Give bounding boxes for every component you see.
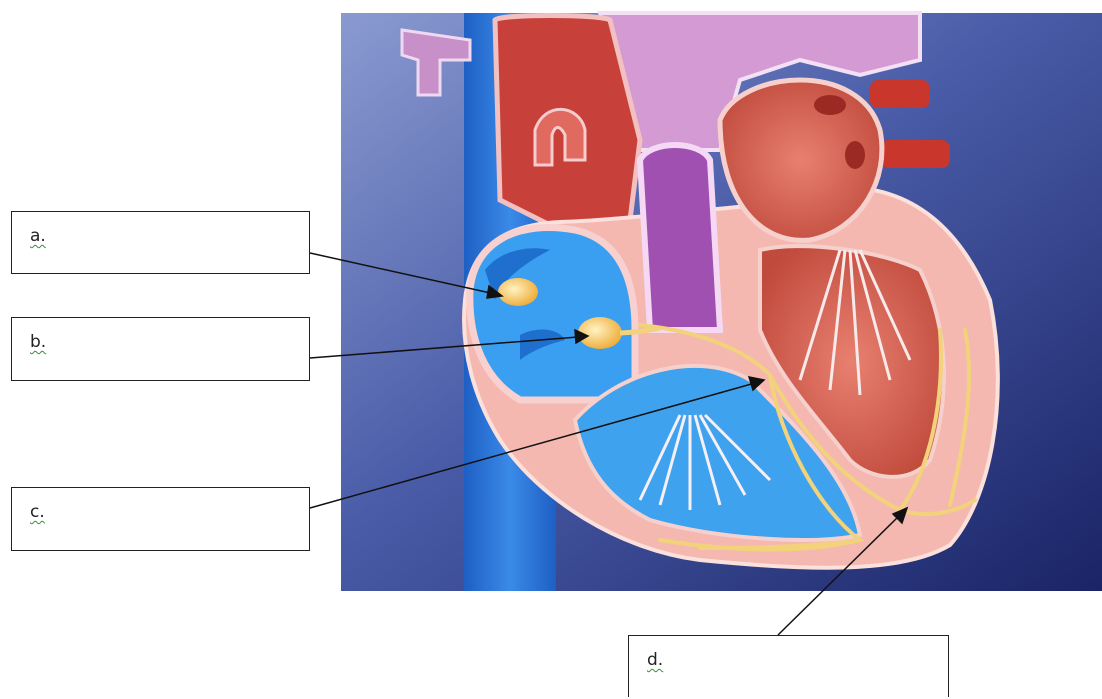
pulmonary-vein-2 [880,140,950,168]
av-node [578,317,622,349]
label-c: c. [30,502,45,522]
pulmonary-vein-opening-1 [814,95,846,115]
label-box-b[interactable]: b. [11,317,310,381]
septum-upper [640,145,720,330]
label-a: a. [30,226,46,246]
sa-node [498,278,538,306]
label-box-a[interactable]: a. [11,211,310,274]
pulmonary-vein-1 [870,80,930,108]
label-b: b. [30,332,46,352]
label-box-d[interactable]: d. [628,635,949,697]
right-atrium [470,228,635,401]
pulmonary-vein-opening-2 [845,141,865,169]
label-d: d. [647,650,663,670]
label-box-c[interactable]: c. [11,487,310,551]
